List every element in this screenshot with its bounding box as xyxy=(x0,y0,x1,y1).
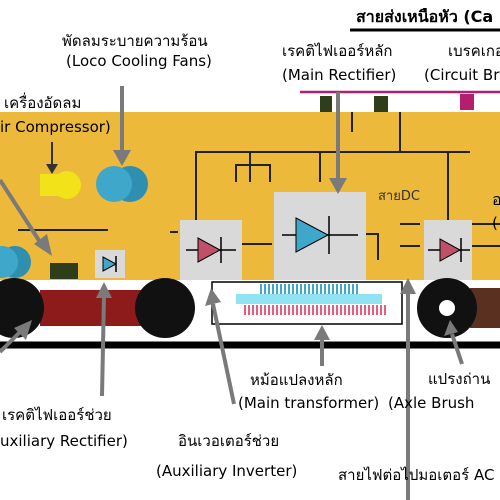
right-side-label-en: ( xyxy=(492,214,498,232)
pantograph-contact-1 xyxy=(320,96,332,112)
aux-rectifier-diode-icon xyxy=(102,256,118,272)
cooling-fans-label-en: (Loco Cooling Fans) xyxy=(66,52,212,70)
labels: พัดลมระบายความร้อน (Loco Cooling Fans) เ… xyxy=(0,32,500,484)
compressor-motor-block xyxy=(50,263,78,279)
circuit-breaker-label-th: เบรคเกอ xyxy=(448,42,500,60)
aux-inverter-label-th: อินเวอเตอร์ช่วย xyxy=(178,432,279,450)
axle-brush-label-th: แปรงถ่าน xyxy=(428,370,490,388)
circuit-breaker-block xyxy=(460,94,474,110)
left-fan-icon xyxy=(0,246,31,278)
circuit-breaker-label-en: (Circuit Br xyxy=(424,66,500,84)
aux-inverter-label-en: (Auxiliary Inverter) xyxy=(156,462,297,480)
cooling-fans-label-th: พัดลมระบายความร้อน xyxy=(62,32,208,50)
right-side-label-th: อ xyxy=(492,190,500,209)
dc-line-label: สายDC xyxy=(378,189,420,204)
aux-rectifier-label-en: uxiliary Rectifier) xyxy=(0,432,128,450)
main-transformer-icon xyxy=(211,281,403,325)
annotation-arrows xyxy=(0,86,464,500)
cooling-fan-icon xyxy=(96,166,148,202)
main-transformer-label-en: (Main transformer) xyxy=(238,394,379,412)
ac-motor-line-label: สายไฟต่อไปมอเตอร์ AC xyxy=(338,466,494,484)
locomotive-body xyxy=(0,112,500,280)
main-transformer-label-th: หม้อแปลงหลัก xyxy=(250,371,343,389)
air-compressor-label-th: เครื่องอัดลม xyxy=(4,92,81,112)
aux-rectifier-label-th: เรคติไฟเออร์ช่วย xyxy=(2,406,112,424)
wheel-right xyxy=(417,278,477,338)
overhead-line-group: สายส่งเหนือหัว (Ca xyxy=(300,7,500,94)
main-rectifier-diode-icon xyxy=(282,216,358,254)
traction-inverter-diode-icon xyxy=(428,238,470,262)
air-compressor-label-en: ir Compressor) xyxy=(0,118,111,136)
wheel-middle xyxy=(135,278,195,338)
main-rectifier-label-th: เรคติไฟเออร์หลัก xyxy=(282,42,393,60)
overhead-line-label: สายส่งเหนือหัว (Ca xyxy=(356,7,493,26)
wheel-left xyxy=(0,278,44,338)
pantograph-contact-2 xyxy=(374,96,388,112)
air-compressor-icon xyxy=(40,171,81,199)
main-rectifier-label-en: (Main Rectifier) xyxy=(282,66,396,84)
aux-inverter-diode-icon xyxy=(186,237,236,263)
axle-brush-label-en: (Axle Brush xyxy=(388,394,474,412)
compressor-callout-arrow xyxy=(46,142,58,174)
frame-red-left xyxy=(40,290,144,326)
